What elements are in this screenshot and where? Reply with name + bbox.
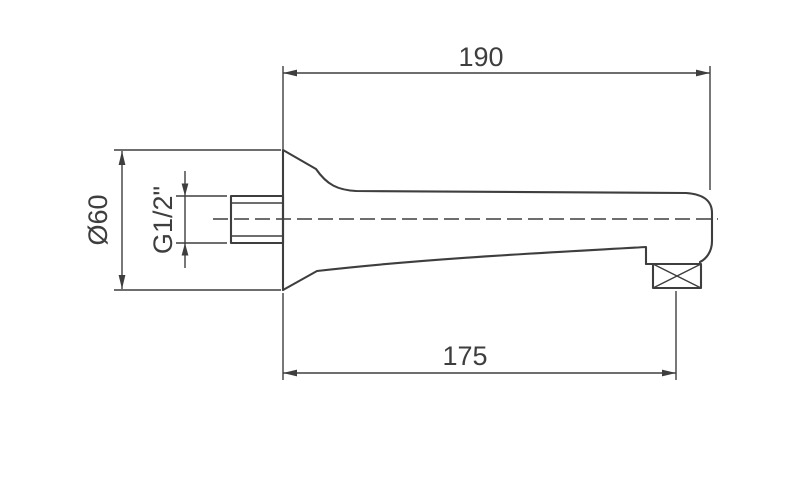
spout-bottom-profile (281, 245, 648, 292)
thread-arrow-top (181, 183, 189, 196)
outlet-distance-label: 175 (442, 341, 487, 371)
overall-length-label: 190 (458, 42, 503, 72)
thread-size-label: G1/2" (148, 186, 178, 254)
aerator (651, 262, 703, 290)
flange-diameter-label: Ø60 (83, 194, 113, 245)
spout-top-profile (281, 148, 714, 266)
aerator-cross-2 (652, 263, 702, 289)
thread-arrow-bottom (181, 243, 189, 256)
